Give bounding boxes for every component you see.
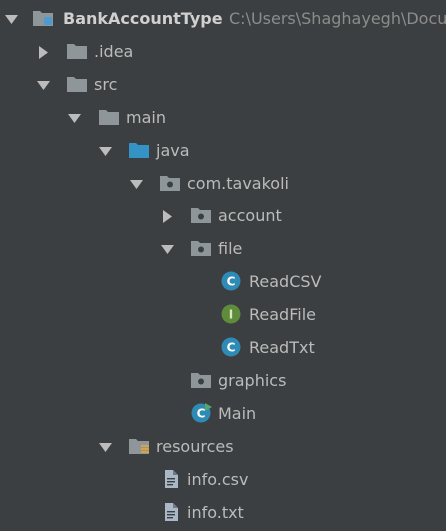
tree-node-label: resources — [156, 437, 234, 456]
tree-node-label: ReadTxt — [249, 338, 315, 357]
package-icon — [160, 176, 180, 191]
java-class-icon: C — [221, 271, 241, 291]
java-main-class-icon: C — [191, 403, 212, 423]
project-folder-icon — [33, 11, 53, 26]
resources-folder-icon — [129, 439, 149, 454]
folder-icon — [99, 110, 119, 125]
tree-node-label: com.tavakoli — [187, 174, 289, 193]
tree-node-label: info.txt — [187, 503, 244, 522]
tree-node-label: ReadCSV — [249, 272, 322, 291]
folder-icon — [67, 44, 87, 59]
source-folder-icon — [129, 143, 149, 158]
chevron-down-icon[interactable] — [37, 79, 50, 92]
root-project-label: BankAccountType — [63, 9, 223, 28]
java-interface-icon: I — [221, 304, 241, 324]
chevron-down-icon[interactable] — [99, 145, 112, 158]
project-path: C:\Users\Shaghayegh\Docu — [229, 9, 446, 28]
text-file-icon — [165, 470, 178, 488]
java-class-icon: C — [221, 337, 241, 357]
chevron-right-icon[interactable] — [161, 210, 174, 223]
folder-icon — [67, 77, 87, 92]
class-badge-letter: C — [227, 275, 236, 289]
tree-node-label: info.csv — [187, 470, 249, 489]
tree-node-label: account — [218, 206, 282, 225]
text-file-icon — [165, 503, 178, 521]
tree-node-label: ReadFile — [249, 305, 316, 324]
interface-badge-letter: I — [229, 308, 233, 322]
class-badge-letter: C — [197, 407, 206, 421]
tree-node-label: file — [218, 239, 243, 258]
tree-node-label: java — [156, 141, 190, 160]
chevron-down-icon[interactable] — [99, 441, 112, 454]
chevron-down-icon[interactable] — [5, 13, 18, 26]
tree-node-label: graphics — [218, 371, 287, 390]
chevron-right-icon[interactable] — [37, 46, 50, 59]
package-icon — [191, 373, 211, 388]
chevron-down-icon[interactable] — [130, 178, 143, 191]
package-icon — [191, 208, 211, 223]
class-badge-letter: C — [227, 341, 236, 355]
package-icon — [191, 241, 211, 256]
tree-node-label: .idea — [94, 42, 134, 61]
chevron-down-icon[interactable] — [161, 243, 174, 256]
tree-node-label: Main — [218, 404, 257, 423]
tree-node-label: main — [126, 108, 166, 127]
chevron-down-icon[interactable] — [68, 112, 81, 125]
tree-node-label: src — [94, 75, 118, 94]
